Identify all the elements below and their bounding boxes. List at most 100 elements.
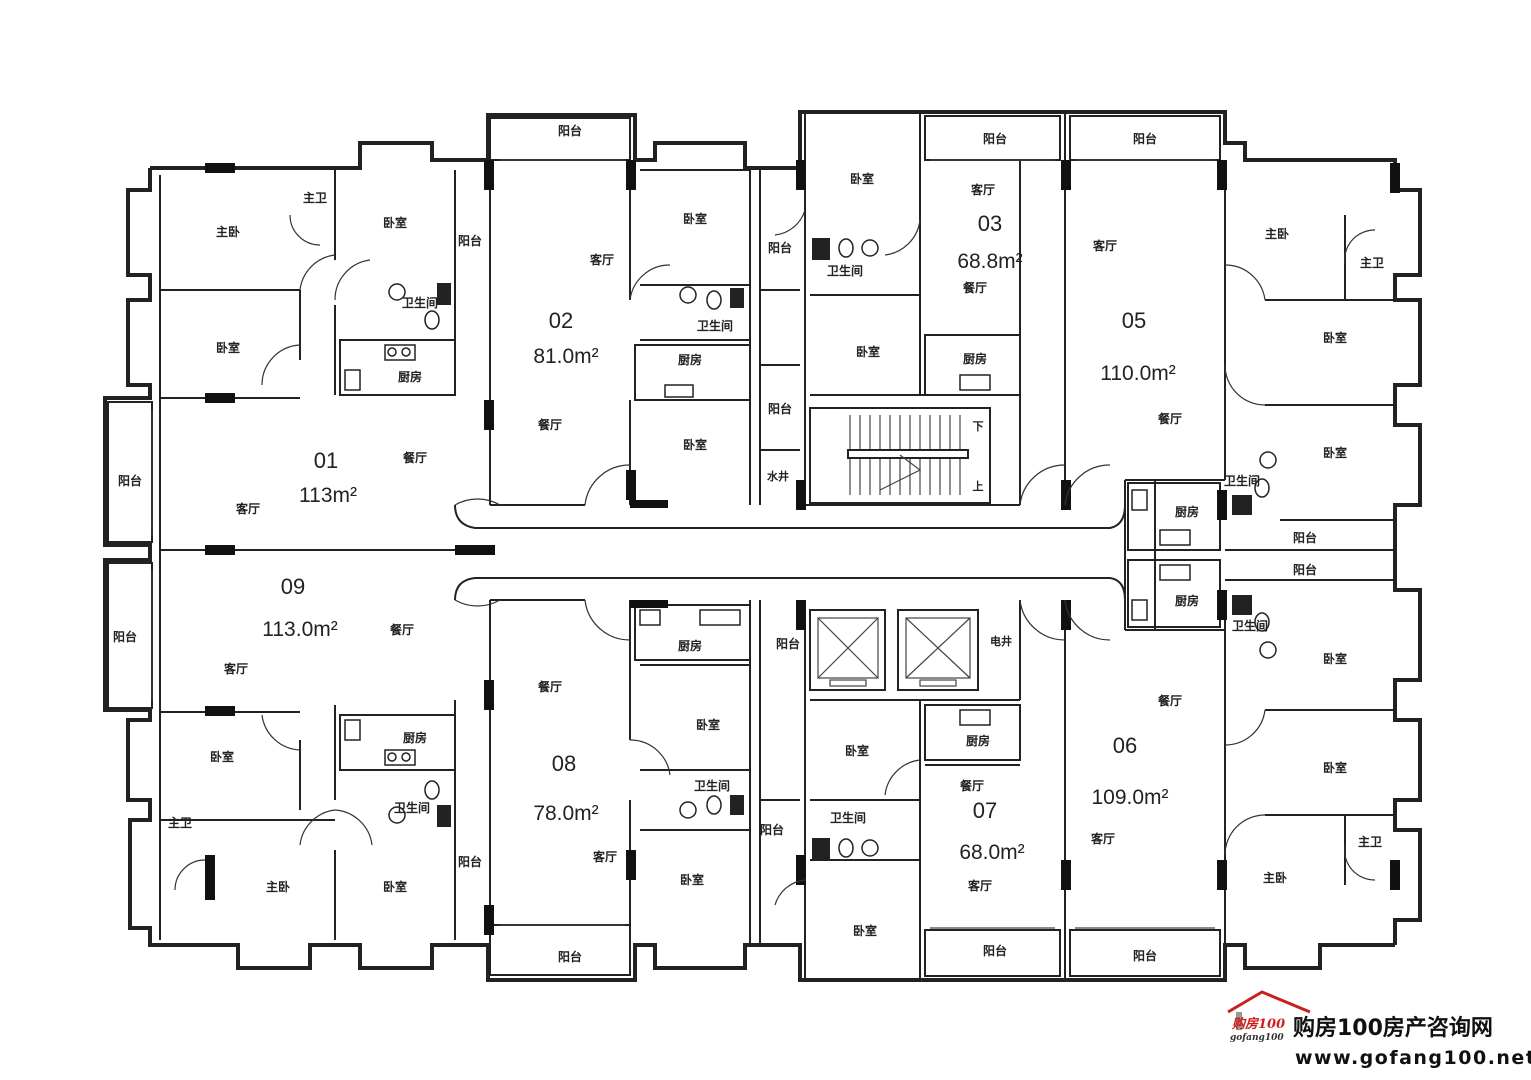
label-bedroom: 卧室 bbox=[845, 743, 869, 758]
label-bedroom: 卧室 bbox=[696, 717, 720, 732]
unit-05-number: 05 bbox=[1122, 308, 1146, 333]
label-living-room: 客厅 bbox=[589, 252, 614, 267]
label-kitchen: 厨房 bbox=[403, 730, 427, 745]
unit-01-area: 113m² bbox=[299, 484, 357, 507]
watermark-logo-sub: gofang100 bbox=[1230, 1033, 1284, 1043]
label-bathroom: 卫生间 bbox=[697, 318, 733, 333]
unit-08-area: 78.0m² bbox=[533, 802, 598, 825]
unit-07-number: 07 bbox=[973, 798, 997, 823]
label-dining-room: 餐厅 bbox=[390, 622, 414, 637]
label-master-bath: 主卫 bbox=[1360, 255, 1384, 270]
label-master-bath: 主卫 bbox=[1358, 834, 1382, 849]
columns bbox=[205, 160, 1400, 935]
label-balcony: 阳台 bbox=[768, 240, 792, 255]
unit-01-number: 01 bbox=[314, 448, 338, 473]
label-stair-up: 上 bbox=[973, 479, 984, 493]
label-master-bath: 主卫 bbox=[168, 815, 192, 830]
unit-03-number: 03 bbox=[978, 211, 1002, 236]
label-living-room: 客厅 bbox=[967, 878, 992, 893]
label-bedroom: 卧室 bbox=[853, 923, 877, 938]
label-bedroom: 卧室 bbox=[383, 879, 407, 894]
label-bedroom: 卧室 bbox=[1323, 445, 1347, 460]
label-dining-room: 餐厅 bbox=[963, 280, 987, 295]
label-water-shaft: 水井 bbox=[767, 469, 789, 483]
label-dining-room: 餐厅 bbox=[538, 679, 562, 694]
label-bedroom: 卧室 bbox=[210, 749, 234, 764]
unit-labels: 01 113m² 02 81.0m² 03 68.8m² 05 110.0m² … bbox=[262, 211, 1175, 864]
walls bbox=[103, 110, 1422, 982]
unit-06-area: 109.0m² bbox=[1091, 786, 1168, 809]
label-bathroom: 卫生间 bbox=[394, 800, 430, 815]
unit-09-number: 09 bbox=[281, 574, 305, 599]
label-bedroom: 卧室 bbox=[850, 171, 874, 186]
label-bathroom: 卫生间 bbox=[694, 778, 730, 793]
label-kitchen: 厨房 bbox=[1175, 504, 1199, 519]
label-kitchen: 厨房 bbox=[1175, 593, 1199, 608]
label-master-bedroom: 主卧 bbox=[266, 879, 290, 894]
label-master-bedroom: 主卧 bbox=[216, 224, 240, 239]
label-living-room: 客厅 bbox=[1092, 238, 1117, 253]
label-bedroom: 卧室 bbox=[683, 437, 707, 452]
label-living-room: 客厅 bbox=[235, 501, 260, 516]
label-balcony: 阳台 bbox=[558, 949, 582, 964]
label-bedroom: 卧室 bbox=[680, 872, 704, 887]
label-balcony: 阳台 bbox=[760, 822, 784, 837]
label-balcony: 阳台 bbox=[768, 401, 792, 416]
label-bathroom: 卫生间 bbox=[402, 295, 438, 310]
unit-08-number: 08 bbox=[552, 751, 576, 776]
watermark-logo-text: 购房100 bbox=[1231, 1016, 1285, 1032]
unit-02-number: 02 bbox=[549, 308, 573, 333]
unit-05-area: 110.0m² bbox=[1100, 362, 1175, 385]
stair-treads bbox=[847, 415, 969, 495]
label-dining-room: 餐厅 bbox=[403, 450, 427, 465]
label-bathroom: 卫生间 bbox=[1232, 618, 1268, 633]
label-kitchen: 厨房 bbox=[398, 369, 422, 384]
label-master-bedroom: 主卧 bbox=[1265, 226, 1289, 241]
label-dining-room: 餐厅 bbox=[960, 778, 984, 793]
label-balcony: 阳台 bbox=[1293, 530, 1317, 545]
label-kitchen: 厨房 bbox=[678, 638, 702, 653]
label-kitchen: 厨房 bbox=[966, 733, 990, 748]
label-bedroom: 卧室 bbox=[216, 340, 240, 355]
label-elec-shaft: 电井 bbox=[990, 634, 1012, 648]
fixtures bbox=[151, 159, 1277, 929]
label-master-bedroom: 主卧 bbox=[1263, 870, 1287, 885]
label-bathroom: 卫生间 bbox=[830, 810, 866, 825]
label-dining-room: 餐厅 bbox=[538, 417, 562, 432]
label-balcony: 阳台 bbox=[1133, 131, 1157, 146]
label-bedroom: 卧室 bbox=[1323, 760, 1347, 775]
label-master-bath: 主卫 bbox=[303, 190, 327, 205]
unit-03-area: 68.8m² bbox=[957, 250, 1022, 273]
label-living-room: 客厅 bbox=[970, 182, 995, 197]
label-dining-room: 餐厅 bbox=[1158, 411, 1182, 426]
label-living-room: 客厅 bbox=[223, 661, 248, 676]
label-bedroom: 卧室 bbox=[683, 211, 707, 226]
label-dining-room: 餐厅 bbox=[1158, 693, 1182, 708]
label-balcony: 阳台 bbox=[458, 854, 482, 869]
room-labels: 主卧 主卫 卧室 阳台 卫生间 卧室 厨房 餐厅 阳台 客厅 阳台 餐厅 客厅 … bbox=[113, 123, 1384, 964]
label-bedroom: 卧室 bbox=[1323, 330, 1347, 345]
label-balcony: 阳台 bbox=[113, 629, 137, 644]
unit-09-area: 113.0m² bbox=[262, 618, 337, 641]
label-balcony: 阳台 bbox=[983, 943, 1007, 958]
label-balcony: 阳台 bbox=[1293, 562, 1317, 577]
doors bbox=[174, 209, 1376, 906]
label-balcony: 阳台 bbox=[1133, 948, 1157, 963]
label-balcony: 阳台 bbox=[983, 131, 1007, 146]
label-bedroom: 卧室 bbox=[1323, 651, 1347, 666]
label-bathroom: 卫生间 bbox=[1224, 473, 1260, 488]
label-living-room: 客厅 bbox=[592, 849, 617, 864]
watermark-title: 购房100房产咨询网 bbox=[1293, 1015, 1493, 1041]
house-logo-icon: 购房100 gofang100 bbox=[1227, 990, 1311, 1043]
label-bedroom: 卧室 bbox=[383, 215, 407, 230]
watermark: 购房100 gofang100 购房100房产咨询网 www.gofang100… bbox=[1227, 990, 1531, 1069]
label-kitchen: 厨房 bbox=[963, 351, 987, 366]
label-bedroom: 卧室 bbox=[856, 344, 880, 359]
label-stair-down: 下 bbox=[973, 420, 984, 433]
unit-02-area: 81.0m² bbox=[533, 345, 598, 368]
unit-06-number: 06 bbox=[1113, 733, 1137, 758]
label-bathroom: 卫生间 bbox=[827, 263, 863, 278]
label-balcony: 阳台 bbox=[118, 473, 142, 488]
label-balcony: 阳台 bbox=[458, 233, 482, 248]
